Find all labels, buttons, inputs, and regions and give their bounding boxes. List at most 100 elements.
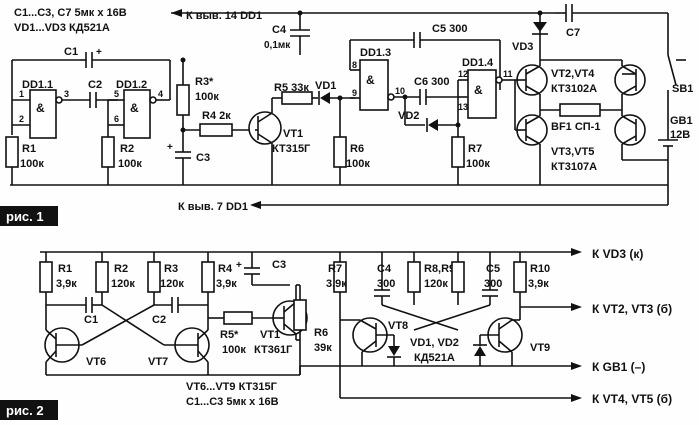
dd1-3-symbol: & <box>366 73 375 87</box>
fig2-r8-r9-label: R8,R9 <box>424 263 455 275</box>
fig2-r3-label: R3 <box>164 263 178 275</box>
fig2-vt8: VT8 <box>340 317 408 366</box>
supply-right: SB1 GB1 12В <box>658 13 693 205</box>
pin-4: 4 <box>158 89 163 99</box>
figure-1: C1...C3, C7 5мк х 16В VD1...VD3 КД521А К… <box>0 4 693 226</box>
fig2-vt9: VT9 <box>480 317 550 366</box>
sb1-label: SB1 <box>672 83 693 95</box>
vd3-label: VD3 <box>512 41 533 53</box>
capacitor-c4: C4 0,1мк <box>264 24 310 55</box>
fig2-r3: R3 120к <box>147 252 184 305</box>
diode-vd2: VD2 <box>398 97 461 132</box>
r3-value: 100к <box>195 91 219 103</box>
capacitor-c1: C1 + <box>64 46 170 68</box>
transistor-vt1: VT1 КТ315Г <box>248 98 311 185</box>
fig2-note-capacitors: C1...C3 5мк х 16В <box>186 396 279 408</box>
fig2-vt6-label: VT6 <box>86 356 106 368</box>
fig2-vt6: VT6 <box>44 327 106 375</box>
fig2-vd-label: VD1, VD2 <box>410 337 459 349</box>
gate-dd1-4: & DD1.4 12 13 11 <box>457 57 515 119</box>
r7-label: R7 <box>468 143 482 155</box>
fig2-r7-label: R7 <box>328 263 342 275</box>
rail-bottom: К выв. 7 DD1 <box>10 184 668 213</box>
r1-value: 100к <box>20 158 44 170</box>
fig2-r10-label: R10 <box>530 263 550 275</box>
dd1-1-symbol: & <box>36 101 45 115</box>
fig2-note-transistors: VT6...VT9 КТ315Г <box>186 381 278 393</box>
pin-8: 8 <box>352 60 357 70</box>
dd1-2-symbol: & <box>130 101 139 115</box>
fig2-r2-value: 120к <box>111 278 135 290</box>
fig2-c4-value: 300 <box>377 278 395 290</box>
fig2-r6: R6 39к <box>293 284 332 375</box>
fig2-c1: C1 <box>46 297 102 326</box>
r6-value: 100к <box>346 158 370 170</box>
fig2-r3-value: 120к <box>160 278 184 290</box>
fig2-r5-label: R5* <box>220 329 239 341</box>
gate-dd1-3: & DD1.3 8 9 10 <box>349 40 420 111</box>
fig2-c3-plus: + <box>236 260 242 271</box>
resistor-r2: R2 100к <box>101 136 142 185</box>
out-vt4-vt5: К VT4, VT5 (б) <box>592 392 672 406</box>
net-bottom-label: К выв. 7 DD1 <box>178 201 248 213</box>
out-gb1: К GB1 (–) <box>592 360 645 374</box>
fig2-caption: рис. 2 <box>0 400 58 420</box>
vt1-type: КТ315Г <box>272 143 311 155</box>
vt3-vt5-type: КТ3107А <box>551 161 597 173</box>
r2-label: R2 <box>120 143 134 155</box>
fig2-diodes: VD1, VD2 КД521А <box>387 335 487 366</box>
fig2-r10-value: 3,9к <box>528 278 549 290</box>
resistor-r5: R5 33к <box>272 82 318 105</box>
r2-value: 100к <box>118 158 142 170</box>
resistor-r7: R7 100к <box>451 97 490 185</box>
c1-label: C1 <box>64 46 78 58</box>
fig2-r5-value: 100к <box>222 344 246 356</box>
vt2-vt4-type: КТ3102А <box>551 83 597 95</box>
fig2-c2: C2 <box>152 297 208 326</box>
fig2-c3-label: C3 <box>272 259 286 271</box>
c3-label: C3 <box>196 152 210 164</box>
pin-6: 6 <box>114 114 119 124</box>
fig2-r8-r9-value: 120к <box>424 278 448 290</box>
pin-9: 9 <box>352 88 357 98</box>
fig1-note-capacitors: C1...C3, C7 5мк х 16В <box>14 7 127 19</box>
r6-label: R6 <box>350 143 364 155</box>
pin-5: 5 <box>114 89 119 99</box>
figure-2: К VD3 (к) R1 3,9к R2 120к R3 120к <box>0 247 672 420</box>
c7-label: C7 <box>566 27 580 39</box>
fig2-rail-top: К VD3 (к) <box>40 247 643 261</box>
gb1-label: GB1 <box>670 115 693 127</box>
fig2-r2-label: R2 <box>114 263 128 275</box>
fig2-r1-value: 3,9к <box>56 278 77 290</box>
fig2-c5: C5 300 <box>482 252 502 305</box>
r4-label: R4 2к <box>202 110 231 122</box>
gate-dd1-2: & DD1.2 5 6 4 <box>107 60 171 139</box>
fig2-vt9-label: VT9 <box>530 342 550 354</box>
dd1-4-label: DD1.4 <box>462 57 494 69</box>
pin-2: 2 <box>19 114 24 124</box>
resistor-r1: R1 100к <box>5 136 44 185</box>
vt2-vt4-label: VT2,VT4 <box>551 68 595 80</box>
fig2-r7: R7 3,9к <box>326 252 347 320</box>
out-vt2-vt3: К VT2, VT3 (б) <box>592 302 672 316</box>
fig2-r1-label: R1 <box>58 263 72 275</box>
resistor-r4: R4 2к <box>180 110 255 137</box>
fig2-vt1-label: VT1 <box>260 329 280 341</box>
diode-vd1: VD1 <box>315 80 355 105</box>
c3-plus: + <box>167 142 173 153</box>
bf1-label: BF1 СП-1 <box>551 121 600 133</box>
dd1-2-label: DD1.2 <box>116 79 147 91</box>
resistor-r3: R3* 100к <box>176 57 219 130</box>
c5-label: C5 300 <box>432 23 467 35</box>
capacitor-c5: C5 300 <box>350 23 501 90</box>
fig2-c4-label: C4 <box>377 263 392 275</box>
c6-label: C6 300 <box>414 76 449 88</box>
fig2-r6-label: R6 <box>314 327 328 339</box>
pin-1: 1 <box>19 89 24 99</box>
r5-label: R5 33к <box>274 82 309 94</box>
capacitor-c6: C6 300 <box>414 76 458 105</box>
dd1-3-label: DD1.3 <box>360 47 391 59</box>
transistors-output: VT2,VT4 КТ3102А BF1 СП-1 VT3,VT5 КТ3107А <box>514 59 668 185</box>
